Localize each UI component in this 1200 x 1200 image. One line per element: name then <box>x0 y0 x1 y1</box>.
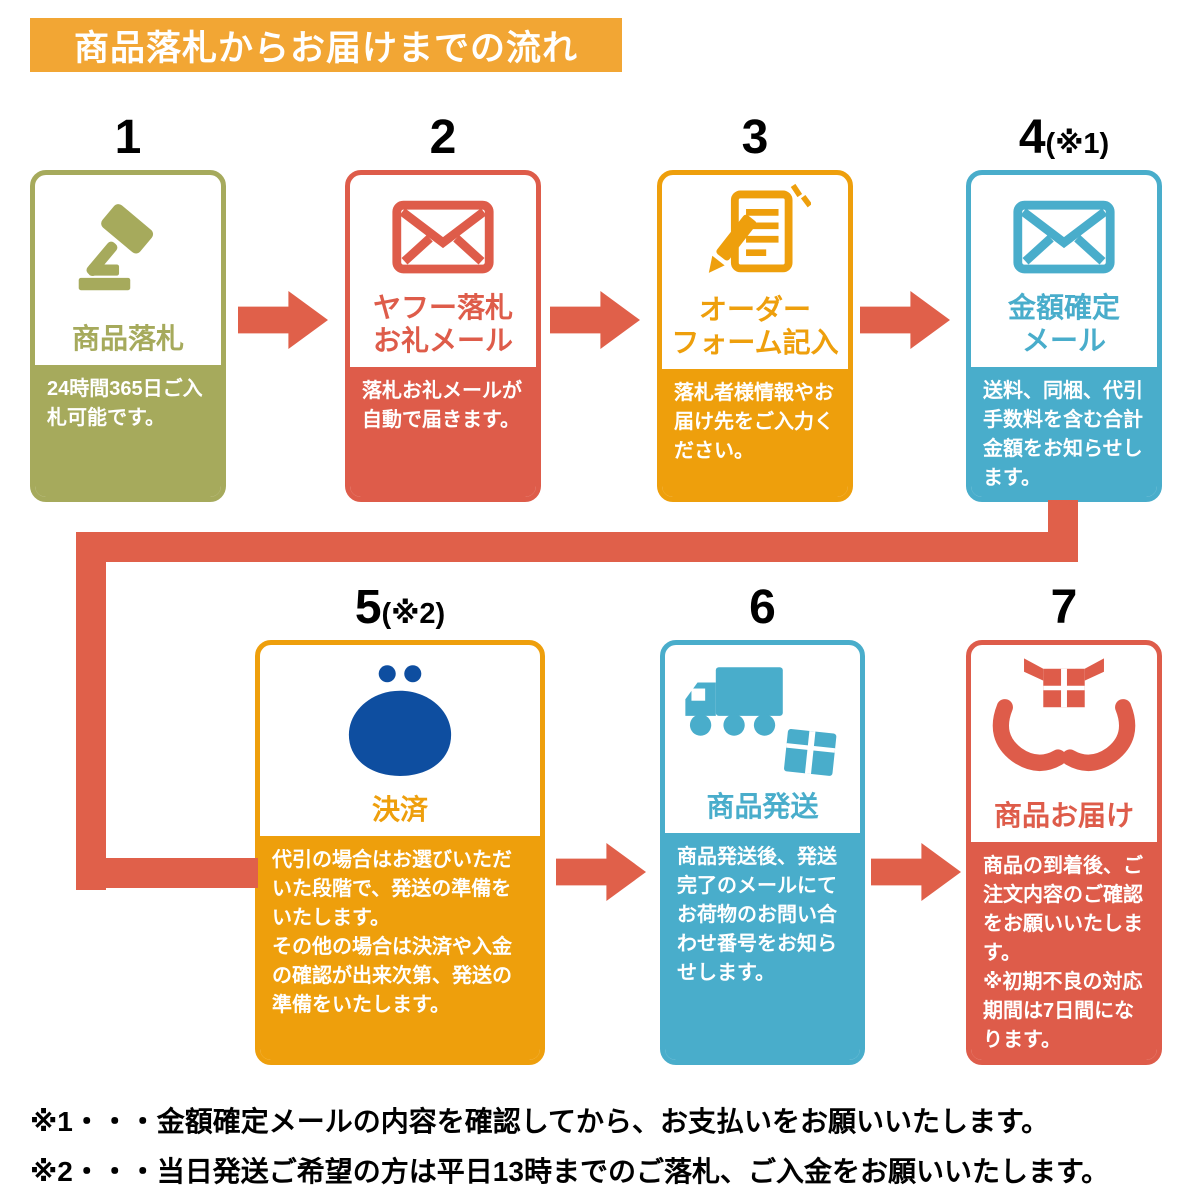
step-number-7: 7 <box>966 581 1162 635</box>
step-description: 商品の到着後、ご注文内容のご確認をお願いいたします。 ※初期不良の対応期間は7日… <box>971 842 1157 1060</box>
step-number-5: 5(※2) <box>255 581 545 635</box>
flow-arrow-icon <box>550 291 640 349</box>
order-form-icon <box>662 175 848 293</box>
step-title: 決済 <box>371 794 428 825</box>
step-title: オーダー フォーム記入 <box>671 294 839 359</box>
step-number-text: 5 <box>354 581 382 634</box>
step-5-card: 決済 代引の場合はお選びいただいた段階で、発送の準備をいたします。 その他の場合… <box>255 640 545 1065</box>
flow-arrow-icon <box>860 291 950 349</box>
footnote-1: ※1・・・金額確定メールの内容を確認してから、お支払いをお願いいたします。 <box>30 1106 1050 1137</box>
flow-arrow-icon <box>238 291 328 349</box>
footnote-2: ※2・・・当日発送ご希望の方は平日13時までのご落札、ご入金をお願いいたします。 <box>30 1156 1110 1187</box>
mail-icon <box>350 175 536 291</box>
flow-connector-line <box>76 532 106 890</box>
step-number-text: 3 <box>741 111 769 164</box>
step-description: 送料、同梱、代引手数料を含む合計金額をお知らせします。 <box>971 367 1157 497</box>
step-number-text: 6 <box>749 581 776 634</box>
step-number-text: 4 <box>1018 111 1046 164</box>
step-number-note: (※1) <box>1045 128 1110 160</box>
hands-package-icon <box>971 645 1157 799</box>
mail-icon <box>971 175 1157 291</box>
truck-icon <box>665 645 860 790</box>
step-title: 金額確定 メール <box>1007 292 1120 357</box>
step-description: 落札者様情報やお届け先をご入力ください。 <box>662 369 848 497</box>
step-title: 商品発送 <box>706 790 819 822</box>
step-number-2: 2 <box>345 111 541 165</box>
step-1-card: 商品落札 24時間365日ご入札可能です。 <box>30 170 226 502</box>
step-2-card: ヤフー落札 お礼メール 落札お礼メールが自動で届きます。 <box>345 170 541 502</box>
step-6-card: 商品発送 商品発送後、発送完了のメールにてお荷物のお問い合わせ番号をお知らせしま… <box>660 640 865 1065</box>
step-description: 24時間365日ご入札可能です。 <box>35 365 221 497</box>
flow-arrow-icon <box>871 843 961 901</box>
flow-connector-line <box>76 858 258 888</box>
step-title: ヤフー落札 お礼メール <box>372 292 513 357</box>
step-number-text: 1 <box>114 111 142 164</box>
coin-purse-icon <box>260 645 540 793</box>
step-number-note: (※2) <box>381 598 446 630</box>
step-4-card: 金額確定 メール 送料、同梱、代引手数料を含む合計金額をお知らせします。 <box>966 170 1162 502</box>
step-number-3: 3 <box>657 111 853 165</box>
flow-connector-line <box>76 532 1078 562</box>
step-title: 商品お届け <box>993 800 1134 831</box>
step-number-6: 6 <box>660 581 865 635</box>
step-description: 商品発送後、発送完了のメールにてお荷物のお問い合わせ番号をお知らせします。 <box>665 833 860 1060</box>
gavel-icon <box>35 175 221 322</box>
step-description: 代引の場合はお選びいただいた段階で、発送の準備をいたします。 その他の場合は決済… <box>260 836 540 1060</box>
step-description: 落札お礼メールが自動で届きます。 <box>350 367 536 497</box>
flow-arrow-icon <box>556 843 646 901</box>
step-number-text: 2 <box>429 111 457 164</box>
step-title: 商品落札 <box>71 322 184 354</box>
step-3-card: オーダー フォーム記入 落札者様情報やお届け先をご入力ください。 <box>657 170 853 502</box>
step-number-text: 7 <box>1050 581 1078 634</box>
step-number-1: 1 <box>30 111 226 165</box>
step-7-card: 商品お届け 商品の到着後、ご注文内容のご確認をお願いいたします。 ※初期不良の対… <box>966 640 1162 1065</box>
step-number-4: 4(※1) <box>966 111 1162 165</box>
page-title: 商品落札からお届けまでの流れ <box>30 18 622 72</box>
